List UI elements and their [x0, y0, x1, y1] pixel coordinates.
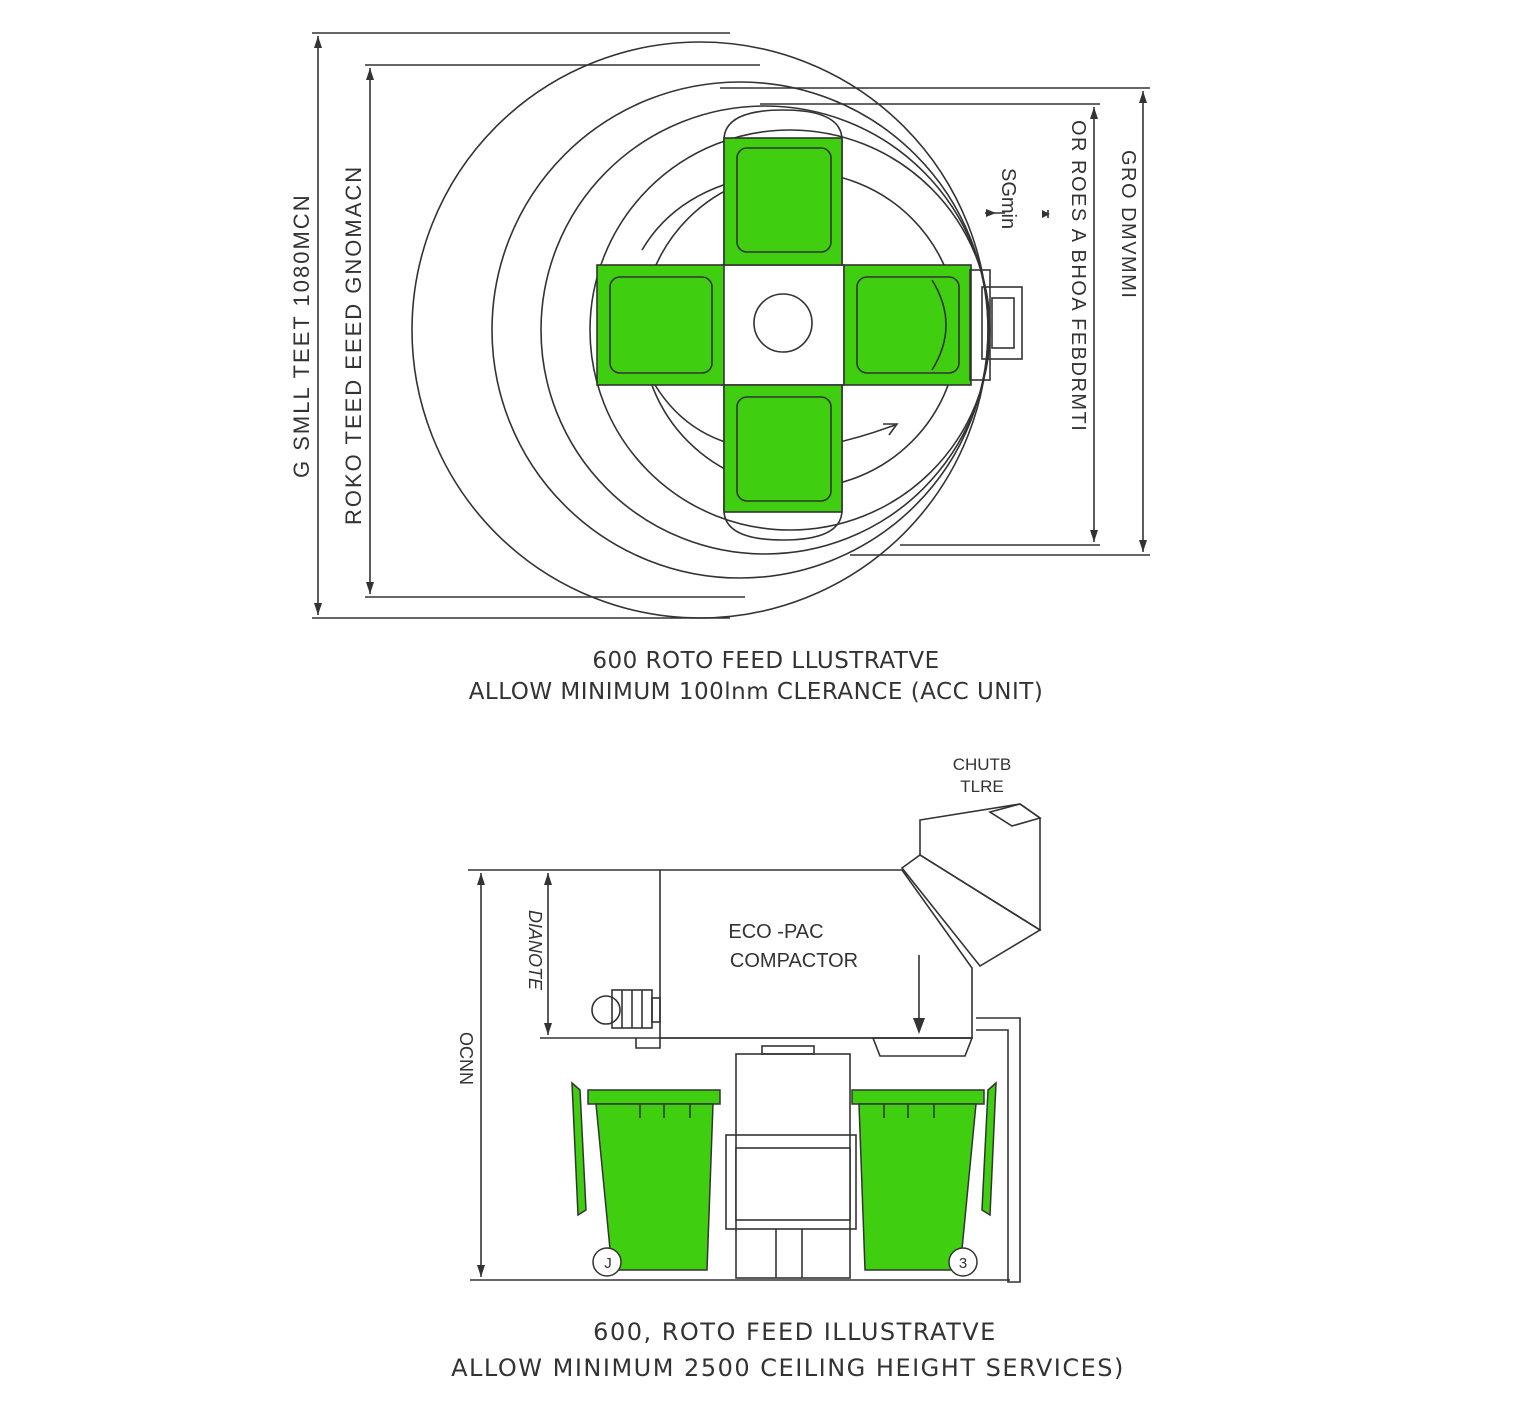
bin-right-lid-elev: [851, 1089, 985, 1105]
press-head: [761, 1045, 815, 1055]
compactor-outlet: [871, 1037, 974, 1057]
drive-unit: [969, 269, 1023, 381]
plan-caption-line1: 600 ROTO FEED LLUSTRATVE: [592, 648, 939, 674]
plan-dimension-text: G SMLL TEET 1080MCN ROKO TEED EEED GNOMA…: [289, 120, 1139, 525]
arrowhead: [544, 1023, 552, 1035]
bin-right-handle: [981, 1081, 997, 1217]
press-unit: [725, 1045, 857, 1279]
rotation-arrowhead-bottom: [883, 423, 899, 436]
elev-outer-dim-label: OCNN: [456, 1032, 476, 1085]
dim-label-inner-left: ROKO TEED EEED GNOMACN: [341, 165, 366, 525]
drive-motor: [591, 989, 661, 1049]
bin-right-lid: [856, 276, 960, 374]
bin-top: [723, 137, 843, 266]
elevation-text: CHUTB TLRE ECO -PAC COMPACTOR DIANOTE OC…: [456, 755, 1011, 1272]
arrowhead: [366, 68, 374, 80]
dim-label-right-outer: GRO DMVMMI: [1117, 150, 1139, 299]
bin-right-body: [858, 1103, 977, 1271]
bin-bottom: [723, 384, 843, 513]
compactor-label-line1: ECO -PAC: [728, 921, 823, 943]
dim-label-outer-left: G SMLL TEET 1080MCN: [289, 193, 314, 478]
chute-funnel-edge: [919, 854, 1041, 931]
chute: [900, 803, 1042, 968]
elevation-arrowheads: [477, 873, 925, 1277]
wheelie-bin-left: [571, 1081, 721, 1277]
dim-label-gap: SGmin: [997, 168, 1019, 229]
service-pipe: [976, 1017, 1021, 1283]
carousel-cross: [596, 109, 972, 541]
elevation-caption-line1: 600, ROTO FEED ILLUSTRATVE: [593, 1318, 997, 1346]
bin-left-wheel: [592, 1247, 622, 1277]
arrowhead: [1139, 540, 1147, 552]
arrowhead: [366, 582, 374, 594]
arrowhead: [544, 873, 552, 885]
bin-top-lid: [736, 147, 832, 253]
chute-top-opening: [988, 803, 1042, 827]
elev-inner-dim-label: DIANOTE: [525, 910, 545, 991]
arrowhead: [1090, 107, 1098, 119]
motor-mount: [635, 1038, 661, 1049]
drive-housing: [981, 286, 1023, 360]
motor-end-cap: [591, 995, 621, 1025]
arrowhead: [477, 873, 485, 885]
clearance-arc-3: [540, 105, 990, 555]
dim-label-right-inner: OR ROES A BHOA FEBDRMTI: [1067, 120, 1089, 432]
elevation-caption-line2: ALLOW MINIMUM 2500 CEILING HEIGHT SERVIC…: [451, 1354, 1125, 1382]
carousel-hub: [753, 293, 813, 353]
bin-bottom-lid: [736, 396, 832, 502]
bin-left-wheel-label: J: [604, 1255, 612, 1272]
bin-right-wheel-label: 3: [959, 1255, 967, 1272]
compactor-label-line2: COMPACTOR: [730, 950, 858, 972]
arrowhead: [477, 1265, 485, 1277]
arrowhead: [1042, 210, 1050, 218]
bin-right: [843, 264, 972, 386]
bin-left-lid-elev: [587, 1089, 721, 1105]
arrowhead: [913, 1018, 925, 1034]
plan-caption-line2: ALLOW MINIMUM 100lnm CLERANCE (ACC UNIT): [469, 679, 1044, 705]
motor-coupling: [651, 997, 661, 1023]
bin-right-wheel: [948, 1247, 978, 1277]
bin-left: [596, 264, 725, 386]
arrowhead: [314, 36, 322, 48]
elevation-view: [468, 803, 1042, 1283]
plan-arrowheads: [314, 36, 1147, 615]
press-frame: [725, 1134, 857, 1230]
bin-right-curve: [931, 279, 947, 371]
plan-view: [312, 32, 1150, 619]
arrowhead: [1090, 530, 1098, 542]
arrowhead: [986, 209, 996, 217]
bin-left-body: [595, 1103, 714, 1271]
bin-left-lid: [609, 276, 713, 374]
press-window: [735, 1147, 851, 1221]
clearance-arc-2: [491, 81, 989, 579]
bin-left-handle: [571, 1081, 587, 1217]
wheelie-bin-right: [851, 1081, 997, 1277]
chute-label-line1: CHUTB: [953, 755, 1012, 774]
arrowhead: [314, 603, 322, 615]
arrowhead: [1139, 91, 1147, 103]
drive-housing-inner: [991, 297, 1015, 349]
drive-plate: [969, 269, 991, 381]
chute-label-line2: TLRE: [960, 777, 1003, 796]
